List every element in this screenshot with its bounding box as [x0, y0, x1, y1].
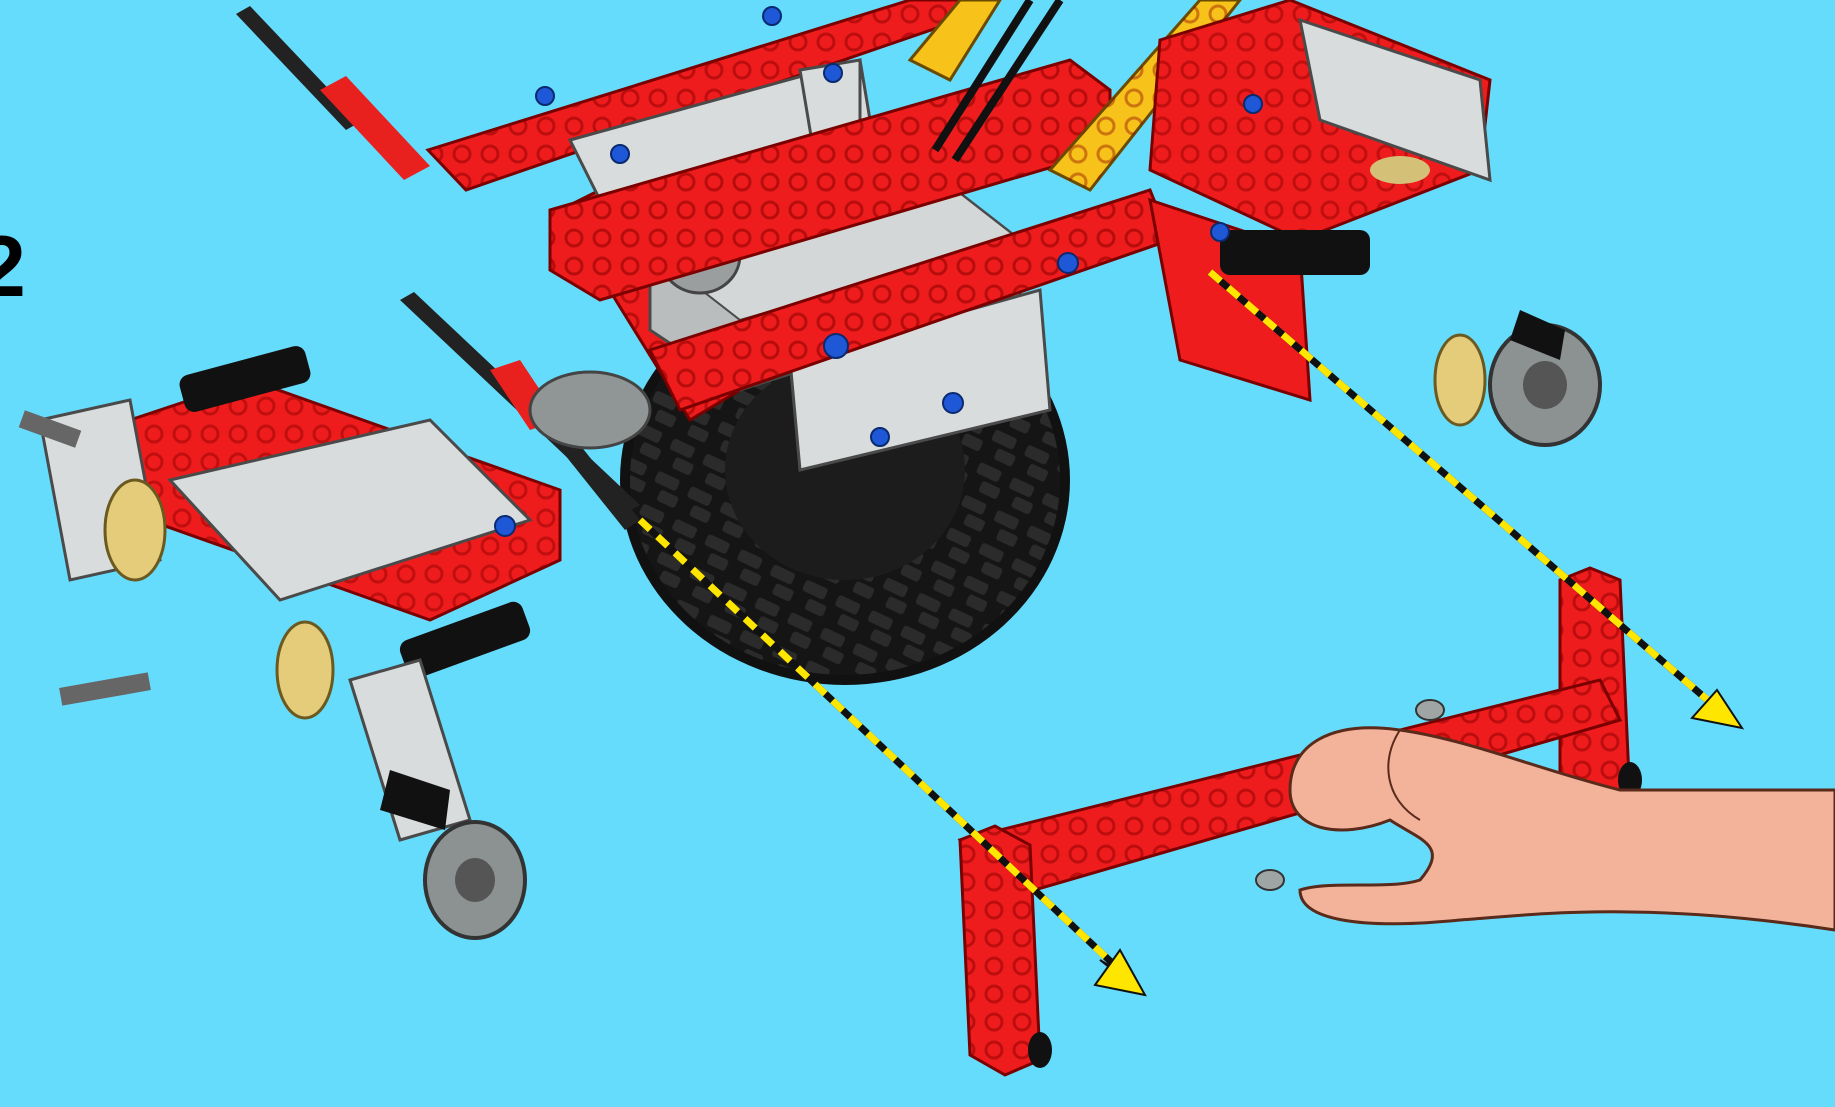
- step-number: 2: [0, 224, 26, 310]
